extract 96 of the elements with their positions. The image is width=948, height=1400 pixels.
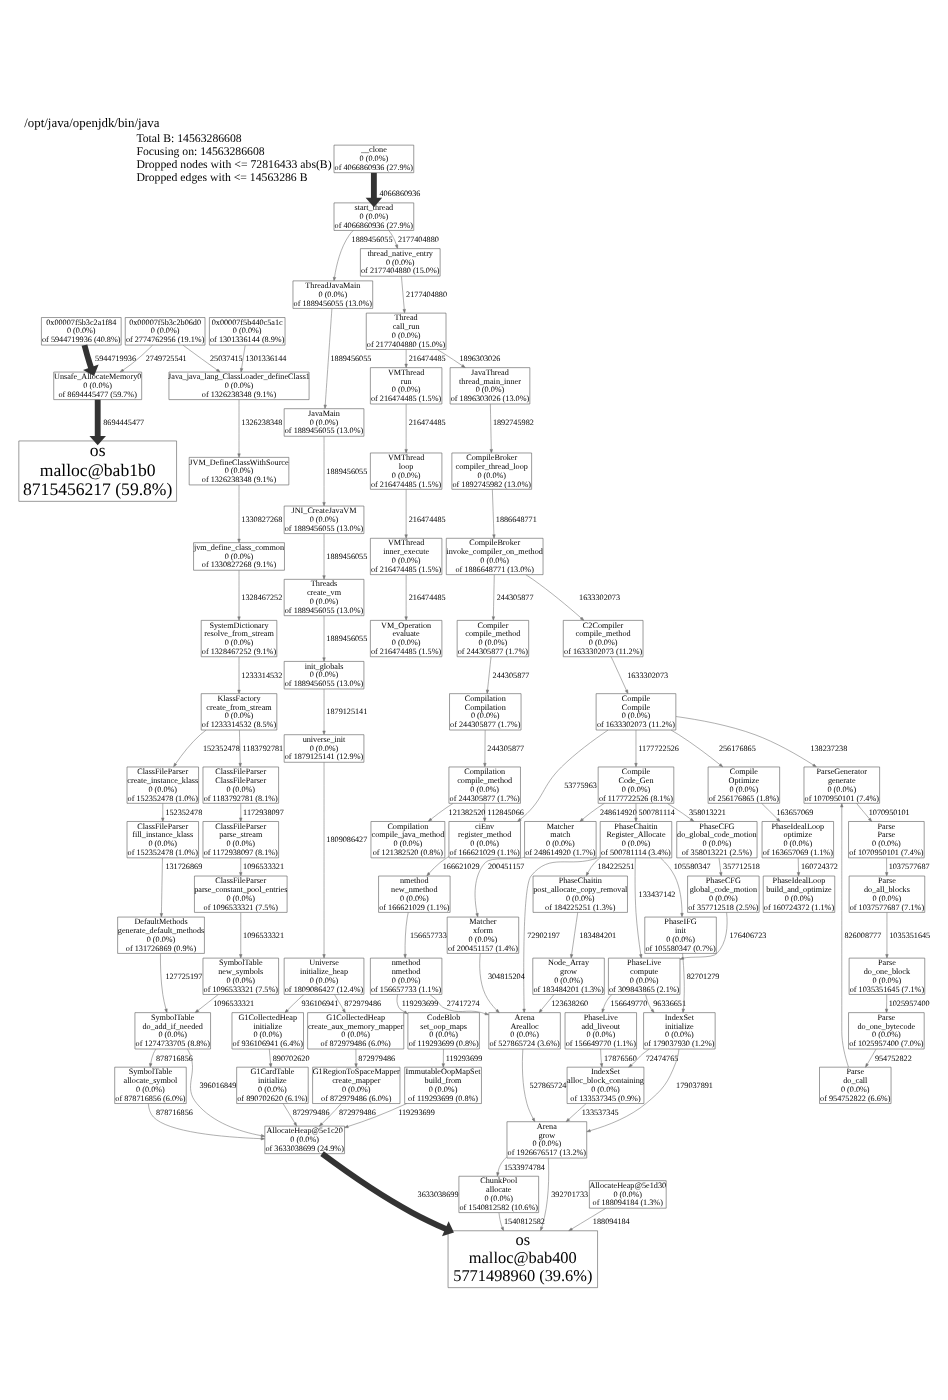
arrow [159,856,163,917]
arrow [885,856,889,876]
arrow [239,802,243,821]
arrow [160,952,168,1012]
arrow [344,1102,407,1127]
arrow [237,569,241,620]
arrow [761,802,781,821]
arrow [492,488,496,538]
arrow [323,307,333,408]
arrow [240,344,246,372]
arrow [479,952,500,1012]
arrow [489,402,493,453]
arrow [284,993,305,1012]
arrow [354,1047,358,1067]
arrow [322,614,326,661]
arrow [403,911,409,958]
arrow [322,761,326,958]
arrow [610,655,629,693]
arrow [404,573,408,620]
arrow [365,171,383,207]
arrow [540,1156,549,1230]
arrow [148,1102,265,1140]
arrow [474,855,525,917]
arrow [182,343,221,372]
arrow [319,1102,342,1126]
arrow [586,1047,680,1132]
arrow [865,1047,877,1067]
arrow [667,802,695,821]
arrow [570,911,578,958]
arrow [498,1211,504,1230]
arrow [322,532,326,579]
arrow [525,573,585,620]
arrow [885,993,889,1012]
arrow [797,856,801,876]
arrow [840,802,849,1067]
arrow [426,855,450,876]
arrow [579,802,605,821]
arrow [491,573,495,620]
arrow [634,728,638,767]
arrow [388,229,398,248]
arrow [885,911,889,958]
arrow [675,715,817,767]
arrow [681,952,685,1012]
arrow [161,802,165,821]
arrow [238,728,242,767]
arrow [149,1047,157,1067]
arrow [628,1047,650,1067]
arrow [401,274,406,313]
arrow [396,993,408,1013]
arrow [333,229,354,281]
arrow [517,728,609,821]
arrow [119,343,153,372]
arrow [194,993,219,1012]
arrow [320,1150,454,1236]
arrow [634,802,638,821]
arrow [601,993,613,1012]
node-box: os malloc@bab1b0 8715456217 (59.8%) [18,439,177,501]
arrow [670,728,723,767]
arrow [496,1155,508,1176]
arrow [89,398,106,445]
arrow [645,993,655,1012]
arrow [404,402,408,453]
arrow [282,1102,297,1126]
arrow [239,911,243,958]
arrow [486,655,492,693]
arrow [187,1047,266,1137]
arrow [565,1102,587,1121]
arrow [237,655,241,693]
arrow [538,993,555,1012]
arrow [322,435,326,506]
arrow [660,856,684,917]
arrow [718,856,723,876]
arrow [437,348,466,367]
arrow [239,856,243,876]
arrow [441,1047,445,1067]
arrow [269,1047,273,1067]
arrow [428,802,454,821]
arrow [634,856,643,958]
arrow [483,728,487,767]
arrow [173,728,207,767]
arrow [404,348,408,367]
arrow [81,343,99,376]
arrow [600,1047,604,1067]
arrow [679,911,728,959]
arrow [522,855,601,1012]
arrow [237,483,241,542]
arrow [522,1047,536,1121]
arrow [404,488,408,538]
arrow [322,687,326,734]
arrow [237,398,241,457]
arrow [429,993,489,1015]
arrow [334,993,346,1012]
arrow [585,856,601,876]
node-box: os malloc@bab400 5771498960 (39.6%) [447,1229,598,1287]
arrow [856,802,872,821]
arrow [568,1207,607,1231]
